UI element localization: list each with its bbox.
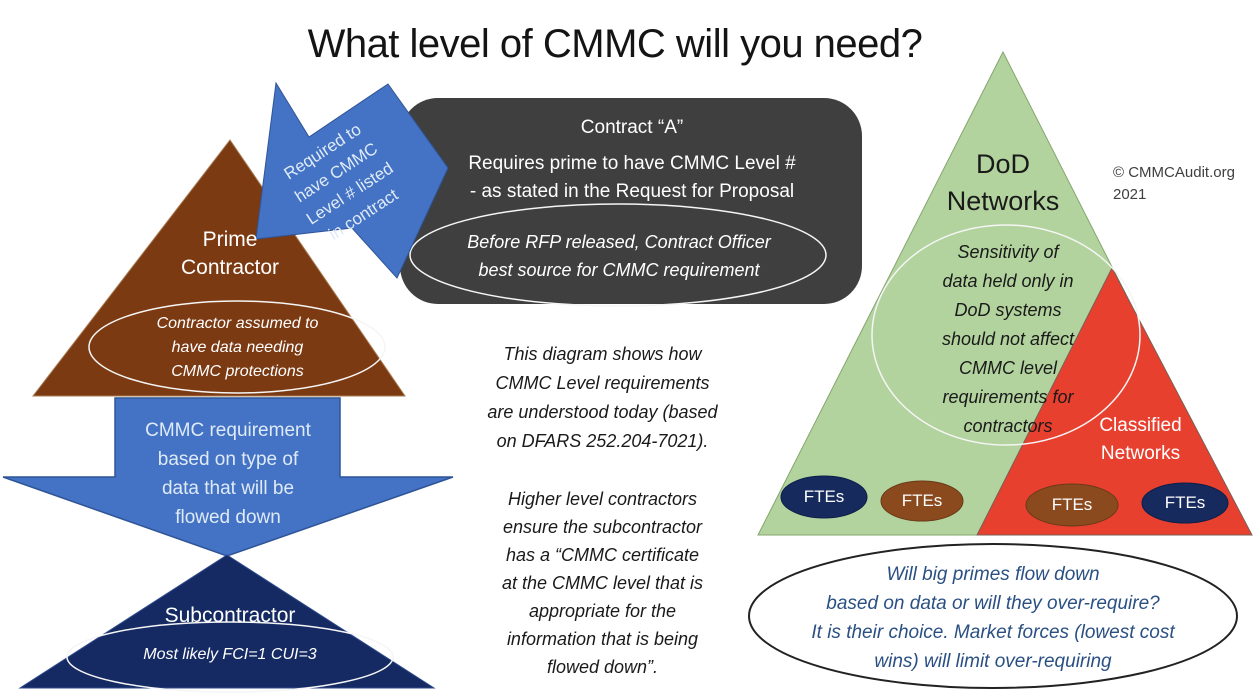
prime-label-line: Contractor: [180, 256, 280, 279]
fte-label-2: FTEs: [901, 491, 943, 510]
classified-label-line: Networks: [1100, 443, 1181, 464]
diagram-note-2: Higher level contractors ensure the subc…: [445, 485, 760, 681]
prime-label-line: Prime: [202, 228, 258, 251]
sensitivity-line: contractors: [963, 416, 1053, 436]
sensitivity-line: requirements for: [942, 387, 1074, 407]
note1-line: CMMC Level requirements: [495, 373, 710, 393]
fte-label-3: FTEs: [1051, 495, 1093, 514]
sensitivity-line: Sensitivity of: [957, 242, 1059, 262]
contract-box-body: Requires prime to have CMMC Level # - as…: [412, 150, 852, 206]
fte-label-4: FTEs: [1164, 493, 1206, 512]
bottom-note-line: It is their choice. Market forces (lowes…: [811, 622, 1175, 643]
required-cmmc-arrow: [255, 81, 449, 279]
prime-ellipse-line: Contractor assumed to: [156, 315, 319, 332]
prime-ellipse-line: have data needing: [171, 339, 304, 356]
fte-ellipse-3: [1025, 483, 1119, 527]
contract-ellipse-line: best source for CMMC requirement: [478, 259, 760, 280]
subcontractor-label: Subcontractor: [164, 604, 296, 627]
copyright-note: © CMMCAudit.org 2021: [1113, 162, 1253, 206]
contract-ellipse-line: Before RFP released, Contract Officer: [467, 232, 771, 252]
classified-networks-triangle: [976, 266, 1253, 536]
prime-ellipse-outline: [88, 300, 386, 394]
market-forces-note: Will big primes flow down based on data …: [768, 560, 1218, 676]
flow-down-arrow: [2, 397, 454, 557]
subcontractor-ellipse-outline: [66, 621, 394, 693]
dod-label-line: DoD: [975, 149, 1030, 179]
prime-contractor-triangle: [31, 139, 406, 397]
fte-ellipse-4: [1141, 482, 1229, 524]
dod-networks-label: DoD Networks: [918, 146, 1088, 220]
sensitivity-line: DoD systems: [954, 300, 1062, 320]
subcontractor-ellipse-note: Most likely FCI=1 CUI=3: [143, 646, 317, 663]
contract-box-title: Contract “A”: [580, 117, 684, 138]
copyright-line-1: © CMMCAudit.org: [1113, 164, 1235, 181]
classified-label-line: Classified: [1099, 415, 1182, 436]
dod-label-line: Networks: [946, 186, 1060, 216]
flow-arrow-line: data that will be: [161, 478, 295, 499]
note2-line: flowed down”.: [546, 657, 659, 677]
note1-line: are understood today (based: [487, 402, 718, 422]
fte-label-1: FTEs: [803, 487, 845, 506]
note2-line: at the CMMC level that is: [501, 573, 704, 593]
contract-body-line: - as stated in the Request for Proposal: [469, 181, 795, 202]
contract-ellipse-note: Before RFP released, Contract Officer be…: [412, 229, 826, 284]
sensitivity-note: Sensitivity of data held only in DoD sys…: [888, 238, 1128, 441]
note2-line: ensure the subcontractor: [502, 517, 703, 537]
sensitivity-line: CMMC level: [958, 358, 1057, 378]
fte-ellipse-1: [780, 475, 868, 519]
contract-body-line: Requires prime to have CMMC Level #: [468, 153, 796, 174]
note2-line: information that is being: [506, 629, 699, 649]
sensitivity-line: data held only in: [942, 271, 1074, 291]
note2-line: Higher level contractors: [507, 489, 698, 509]
note2-line: has a “CMMC certificate: [505, 545, 700, 565]
note1-line: on DFARS 252.204-7021).: [496, 431, 709, 451]
prime-ellipse-note: Contractor assumed to have data needing …: [100, 312, 375, 384]
bottom-note-line: wins) will limit over-requiring: [874, 651, 1112, 672]
diagram-note-1: This diagram shows how CMMC Level requir…: [450, 340, 755, 456]
bottom-note-line: based on data or will they over-require?: [826, 593, 1160, 614]
bottom-note-line: Will big primes flow down: [886, 564, 1100, 585]
page-title: What level of CMMC will you need?: [307, 22, 923, 66]
sensitivity-line: should not affect: [941, 329, 1075, 349]
copyright-line-2: 2021: [1113, 186, 1147, 203]
prime-ellipse-line: CMMC protections: [171, 363, 304, 380]
note2-line: appropriate for the: [528, 601, 677, 621]
flow-arrow-line: flowed down: [175, 507, 281, 528]
contract-box: [400, 98, 862, 304]
flow-arrow-line: CMMC requirement: [145, 420, 311, 441]
contract-ellipse-outline: [409, 203, 827, 307]
classified-networks-label: Classified Networks: [1063, 412, 1218, 468]
fte-ellipse-2: [880, 480, 964, 522]
prime-contractor-label: Prime Contractor: [115, 226, 345, 282]
note1-line: This diagram shows how: [503, 344, 702, 364]
flow-arrow-line: based on type of: [157, 449, 299, 470]
market-forces-ellipse-outline: [748, 543, 1238, 689]
flow-down-arrow-label: CMMC requirement based on type of data t…: [103, 416, 353, 532]
sensitivity-ellipse-outline: [871, 224, 1141, 446]
